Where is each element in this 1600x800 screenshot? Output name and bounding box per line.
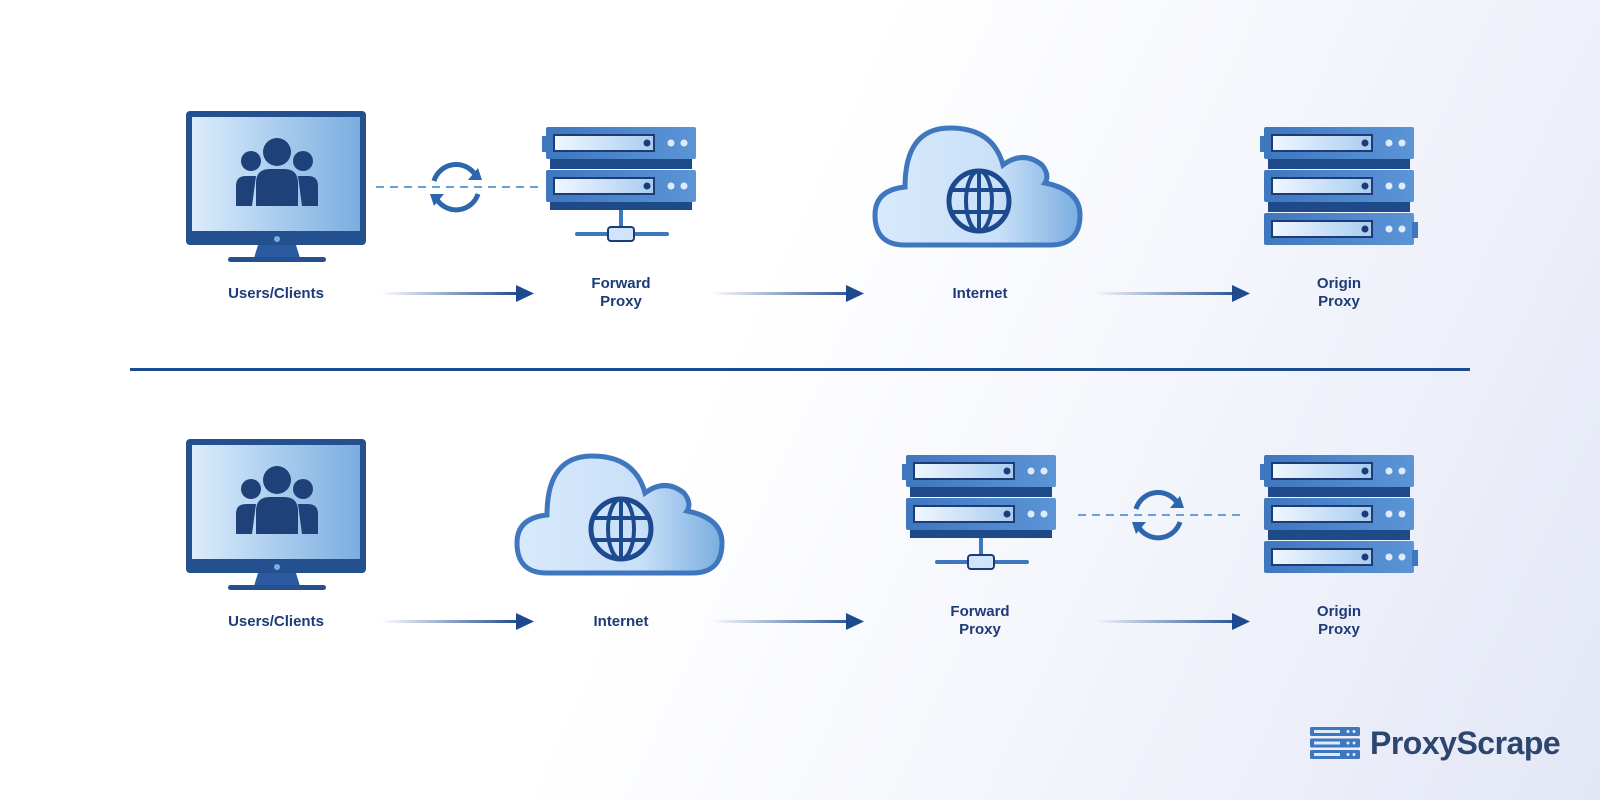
node-label: Forward Proxy (591, 275, 651, 310)
node-label: Internet (952, 285, 1008, 302)
node-label: Internet (593, 613, 649, 630)
row1-graphics (186, 111, 1418, 302)
node-label: Users/Clients (228, 285, 324, 302)
sync-link (1078, 490, 1240, 541)
node-label: Users/Clients (228, 613, 324, 630)
origin-server-icon (1260, 127, 1418, 245)
origin-server-icon (1260, 455, 1418, 573)
row2-graphics (186, 439, 1418, 630)
flow-arrow (710, 613, 864, 630)
forward-proxy-server-icon (542, 127, 696, 242)
brand-name: ProxyScrape (1370, 724, 1561, 761)
sync-icon (1132, 490, 1184, 541)
flow-arrow (1095, 285, 1250, 302)
monitor-users-icon (186, 111, 366, 262)
diagram-row-forward (186, 111, 1418, 302)
server-stack-logo-icon (1310, 727, 1360, 759)
flow-arrow (710, 285, 864, 302)
node-label: Origin Proxy (1316, 275, 1362, 310)
brand-logo: ProxyScrape (1310, 724, 1561, 761)
sync-icon (430, 162, 482, 213)
sync-link (376, 162, 538, 213)
internet-cloud-icon (872, 125, 1083, 248)
internet-cloud-icon (514, 453, 725, 576)
node-label: Origin Proxy (1316, 603, 1362, 638)
flow-arrow (380, 285, 534, 302)
monitor-users-icon (186, 439, 366, 590)
flow-arrow (380, 613, 534, 630)
node-label: Forward Proxy (950, 603, 1010, 638)
diagram-row-reverse (0, 328, 1600, 733)
forward-proxy-server-icon (902, 455, 1056, 570)
section-divider (130, 368, 1470, 371)
flow-arrow (1095, 613, 1250, 630)
